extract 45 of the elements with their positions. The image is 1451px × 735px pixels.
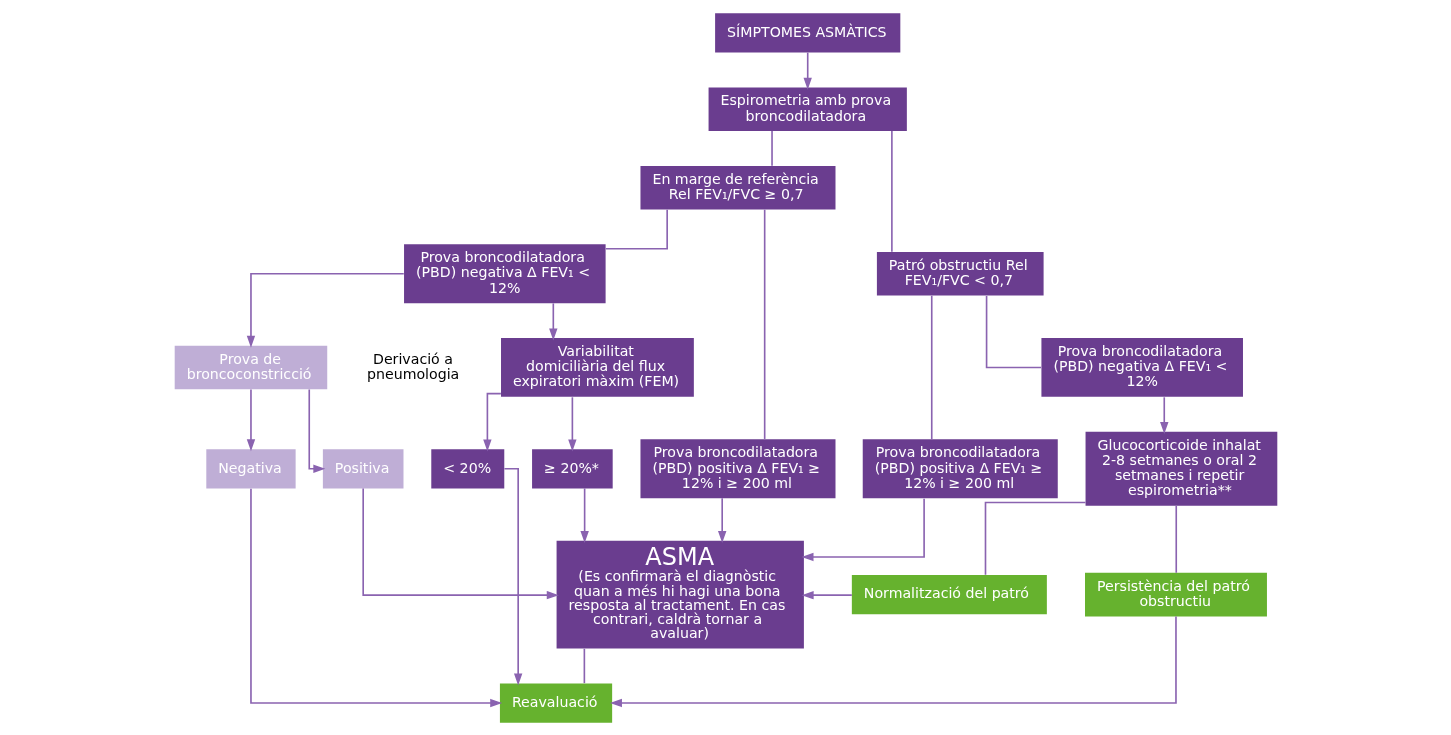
node-box: Persistència del patró obstructiu <box>1084 572 1267 616</box>
node-box: Prova broncodilatadora (PBD) negativa Δ FEV₁ < 12% <box>403 243 606 303</box>
node-box: Reavaluació <box>499 682 612 723</box>
connector <box>984 501 1086 575</box>
node-box: Prova de broncoconstricció <box>174 345 327 389</box>
node-box: Positiva <box>322 448 403 488</box>
arrow <box>567 396 577 452</box>
arrow <box>307 388 325 473</box>
connector <box>930 294 933 440</box>
connector <box>583 647 585 684</box>
connector <box>890 129 893 253</box>
node-box: ≥ 20%* <box>531 448 613 488</box>
connector <box>1174 504 1177 574</box>
node-box: Espirometria amb prova broncodilatadora <box>708 86 907 131</box>
arrow <box>801 590 853 599</box>
arrow <box>1159 396 1168 434</box>
arrow <box>503 467 522 686</box>
arrow <box>609 615 1177 707</box>
connector <box>770 129 773 166</box>
node-box: Variabilitat domiciliària del flux expiratori màxim (FEM) <box>500 337 694 397</box>
arrow <box>482 392 502 451</box>
arrow <box>801 497 925 561</box>
arrow <box>803 51 812 90</box>
connector <box>604 208 668 249</box>
node-box: ASMA (Es confirmarà el diagnòstic quan a més hi hagi una bona resposta al tractament. En cas contrari, caldrà tornar a avaluar) <box>556 540 804 649</box>
arrow <box>717 496 726 543</box>
arrow <box>246 272 405 348</box>
node-box: Prova broncodilatadora (PBD) positiva Δ FEV₁ ≥ 12% i ≥ 200 ml <box>862 438 1058 498</box>
node-box: Prova broncodilatadora (PBD) positiva Δ FEV₁ ≥ 12% i ≥ 200 ml <box>639 438 835 498</box>
connector <box>985 294 1042 368</box>
connector <box>763 208 765 440</box>
arrow <box>361 487 559 599</box>
node-box: Negativa <box>205 448 296 488</box>
node-box: En marge de referència Rel FEV₁/FVC ≥ 0,7 <box>639 165 835 209</box>
arrow <box>579 487 589 543</box>
node-box: Normalització del patró <box>851 574 1047 614</box>
node-box: SÍMPTOMES ASMÀTICS <box>714 12 900 53</box>
arrow <box>548 302 557 340</box>
node-box: Prova broncodilatadora (PBD) negativa Δ FEV₁ < 12% <box>1040 337 1243 397</box>
node-box: < 20% <box>430 448 504 488</box>
label: Derivació a pneumologia <box>366 350 459 382</box>
arrow <box>249 487 502 707</box>
arrow <box>246 388 255 451</box>
node-box: Glucocorticoide inhalat 2-8 setmanes o oral 2 setmanes i repetir espirometria** <box>1085 431 1277 506</box>
node-box: Patró obstructiu Rel FEV₁/FVC < 0,7 <box>876 251 1044 296</box>
